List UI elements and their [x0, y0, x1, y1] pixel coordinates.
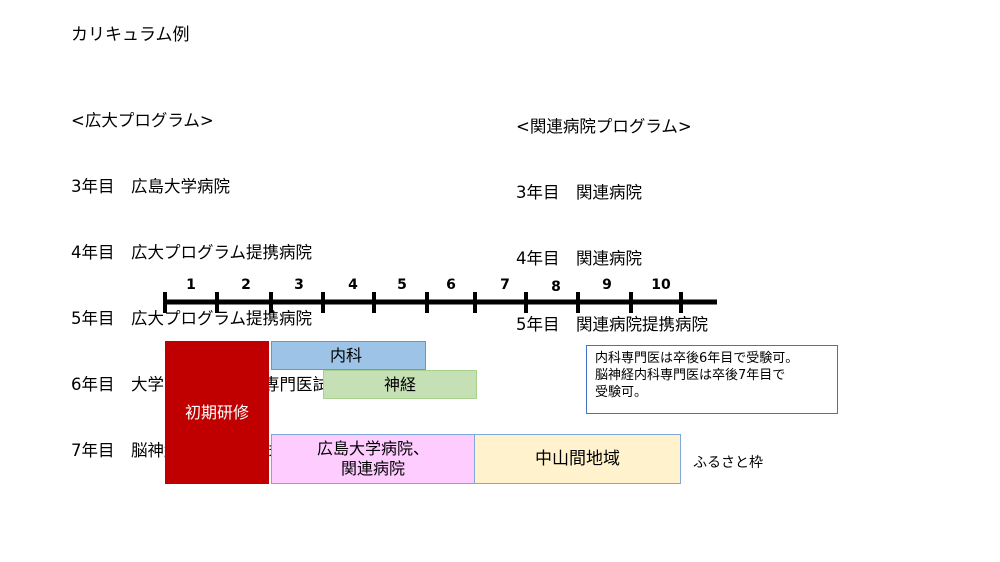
year-label: 2 — [241, 277, 251, 293]
year-label: 7 — [500, 277, 510, 293]
program-row: 4年目 関連病院 — [516, 249, 642, 268]
program-heading: <関連病院プログラム> — [516, 117, 692, 136]
internal-medicine-bar: 内科 — [271, 341, 426, 370]
affiliated-program-list: <関連病院プログラム> 3年目 関連病院 4年目 関連病院 5年目 関連病院提携… — [516, 72, 708, 358]
program-row: 5年目 関連病院提携病院 — [516, 315, 708, 334]
hiroshima-program-list: <広大プログラム> 3年目 広島大学病院 4年目 広大プログラム提携病院 5年目… — [71, 66, 346, 484]
year-label: 9 — [602, 277, 612, 293]
exam-eligibility-note: 内科専門医は卒後6年目で受験可。 脳神経内科専門医は卒後7年目で 受験可。 — [586, 345, 838, 414]
furusato-label: ふるさと枠 — [693, 455, 763, 471]
year-label: 10 — [651, 277, 671, 293]
program-heading: <広大プログラム> — [71, 111, 214, 130]
program-row: 3年目 広島大学病院 — [71, 177, 230, 196]
program-row: 5年目 広大プログラム提携病院 — [71, 309, 313, 328]
neurology-bar: 神経 — [323, 370, 477, 399]
initial-training-bar: 初期研修 — [165, 341, 269, 484]
program-row: 3年目 関連病院 — [516, 183, 642, 202]
year-label: 3 — [294, 277, 304, 293]
program-row: 4年目 広大プログラム提携病院 — [71, 243, 313, 262]
year-label: 8 — [551, 279, 561, 295]
year-label: 5 — [397, 277, 407, 293]
hiroshima-hospitals-bar: 広島大学病院、 関連病院 — [271, 434, 475, 484]
year-label: 1 — [186, 277, 196, 293]
chusankan-bar: 中山間地域 — [474, 434, 681, 484]
year-label: 4 — [348, 277, 358, 293]
page-title: カリキュラム例 — [71, 25, 190, 45]
year-label: 6 — [446, 277, 456, 293]
